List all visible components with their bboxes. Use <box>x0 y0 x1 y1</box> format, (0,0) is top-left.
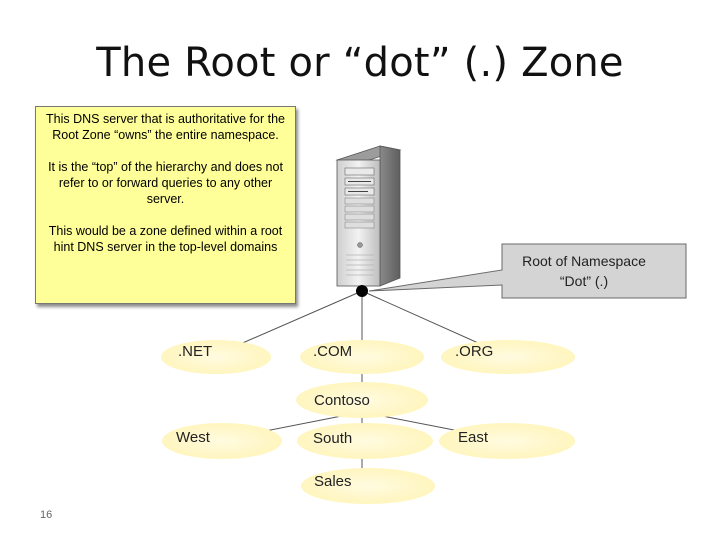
node-south: South <box>297 423 433 459</box>
node-com-label: .COM <box>313 343 352 360</box>
explanation-note: This DNS server that is authoritative fo… <box>35 106 296 304</box>
callout-line-1: Root of Namespace <box>522 253 646 269</box>
node-east-label: East <box>458 429 489 446</box>
page-number: 16 <box>40 509 53 521</box>
node-south-label: South <box>313 430 352 447</box>
node-sales: Sales <box>301 468 435 504</box>
node-west: West <box>162 423 282 459</box>
node-sales-label: Sales <box>314 473 352 490</box>
node-net-label: .NET <box>178 343 212 360</box>
node-org-label: .ORG <box>455 343 493 360</box>
callout-line-2: “Dot” (.) <box>560 273 608 289</box>
node-contoso: Contoso <box>296 382 428 418</box>
node-net: .NET <box>161 340 271 374</box>
note-paragraph-2: It is the “top” of the hierarchy and doe… <box>48 160 283 206</box>
note-paragraph-3: This would be a zone defined within a ro… <box>48 224 283 254</box>
root-callout: Root of Namespace “Dot” (.) <box>368 243 687 299</box>
node-east: East <box>439 423 575 459</box>
node-org: .ORG <box>441 340 575 374</box>
node-contoso-label: Contoso <box>314 392 370 409</box>
root-dot-node <box>356 285 368 297</box>
dns-server-icon <box>335 145 402 287</box>
node-com: .COM <box>300 340 424 374</box>
node-west-label: West <box>176 429 211 446</box>
slide-title: The Root or “dot” (.) Zone <box>96 40 624 86</box>
note-paragraph-1: This DNS server that is authoritative fo… <box>46 112 285 142</box>
